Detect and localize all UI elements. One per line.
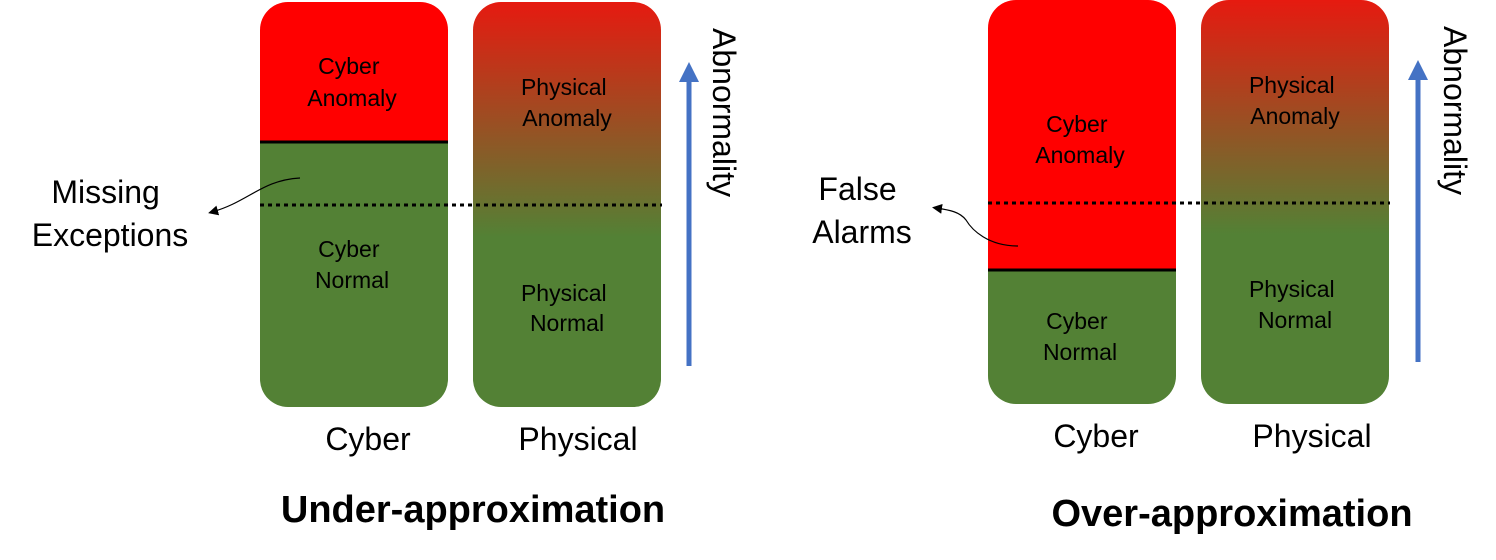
abnormality-arrow-head: [1408, 60, 1428, 80]
abnormality-arrow-head: [679, 62, 699, 82]
under-approximation-panel: Cyber Anomaly Cyber Normal Physical Anom…: [32, 2, 742, 531]
physical-normal-label: Physical Normal: [1249, 276, 1341, 333]
abnormality-label: Abnormality: [706, 28, 742, 197]
abnormality-label: Abnormality: [1437, 26, 1473, 195]
physical-column-label: Physical: [518, 421, 637, 457]
cyber-normal-region: [988, 270, 1176, 404]
cyber-anomaly-region: [260, 2, 448, 142]
cyber-column-over: [988, 0, 1176, 404]
cyber-column-under: [260, 2, 448, 407]
cyber-normal-region: [260, 142, 448, 407]
physical-anomaly-label: Physical Anomaly: [521, 74, 613, 131]
panel-caption: Under-approximation: [281, 489, 665, 531]
physical-column-label: Physical: [1252, 418, 1371, 454]
annotation-arrow: [208, 177, 301, 216]
false-alarms-label: False Alarms: [812, 171, 912, 250]
cyber-normal-label: Cyber Normal: [315, 236, 389, 293]
cyber-anomaly-region: [988, 0, 1176, 270]
missing-exceptions-label: Missing Exceptions: [32, 174, 189, 253]
physical-normal-label: Physical Normal: [521, 280, 613, 336]
cyber-column-label: Cyber: [1053, 418, 1139, 454]
panel-caption: Over-approximation: [1051, 493, 1412, 535]
annotation-arrow: [932, 203, 1019, 247]
physical-anomaly-label: Physical Anomaly: [1249, 72, 1341, 129]
cyber-anomaly-label: Cyber Anomaly: [307, 53, 397, 111]
cyber-normal-label: Cyber Normal: [1043, 308, 1117, 365]
cyber-anomaly-label: Cyber Anomaly: [1035, 111, 1125, 168]
over-approximation-panel: Cyber Anomaly Cyber Normal Physical Anom…: [812, 0, 1473, 535]
cyber-column-label: Cyber: [325, 421, 411, 457]
